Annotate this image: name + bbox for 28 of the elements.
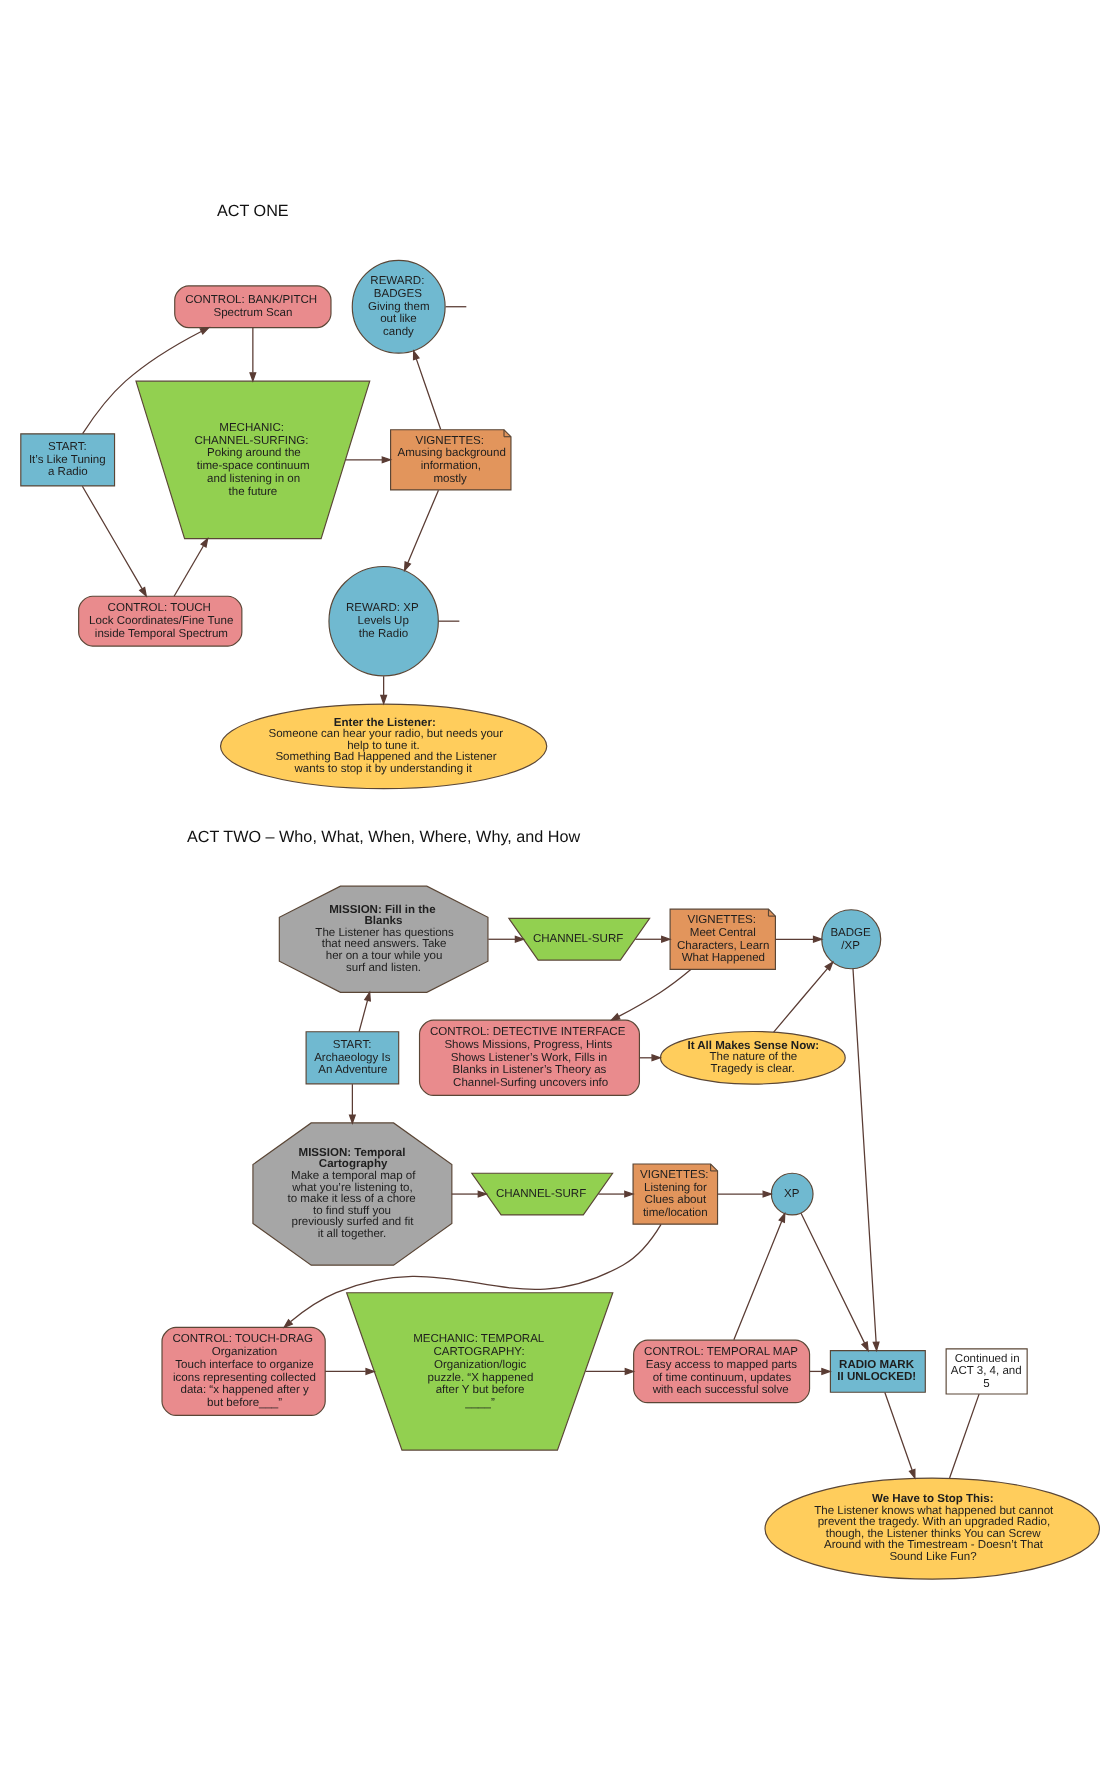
arrow <box>249 326 257 383</box>
connector <box>948 1393 980 1479</box>
arrow <box>403 489 440 573</box>
connector <box>445 306 467 308</box>
arrow <box>412 349 442 430</box>
arrow <box>451 1190 489 1198</box>
arrow <box>634 935 672 943</box>
arrow <box>717 1190 774 1198</box>
arrow <box>345 456 393 464</box>
arrow <box>773 960 834 1033</box>
connector <box>437 620 460 622</box>
arrow <box>800 1212 869 1353</box>
arrow <box>597 1190 635 1198</box>
arrow <box>852 968 880 1353</box>
arrow <box>348 1083 357 1126</box>
arrow <box>733 1211 786 1341</box>
arrow <box>82 326 211 435</box>
arrow <box>609 968 692 1022</box>
arrow <box>487 935 526 943</box>
arrow <box>884 1391 916 1480</box>
arrow <box>379 675 388 706</box>
arrow <box>282 1223 662 1329</box>
arrow <box>774 935 824 943</box>
arrow <box>81 485 148 598</box>
arrow <box>358 990 371 1033</box>
arrow <box>324 1367 377 1376</box>
arrow <box>584 1367 636 1376</box>
arrow <box>173 537 209 597</box>
